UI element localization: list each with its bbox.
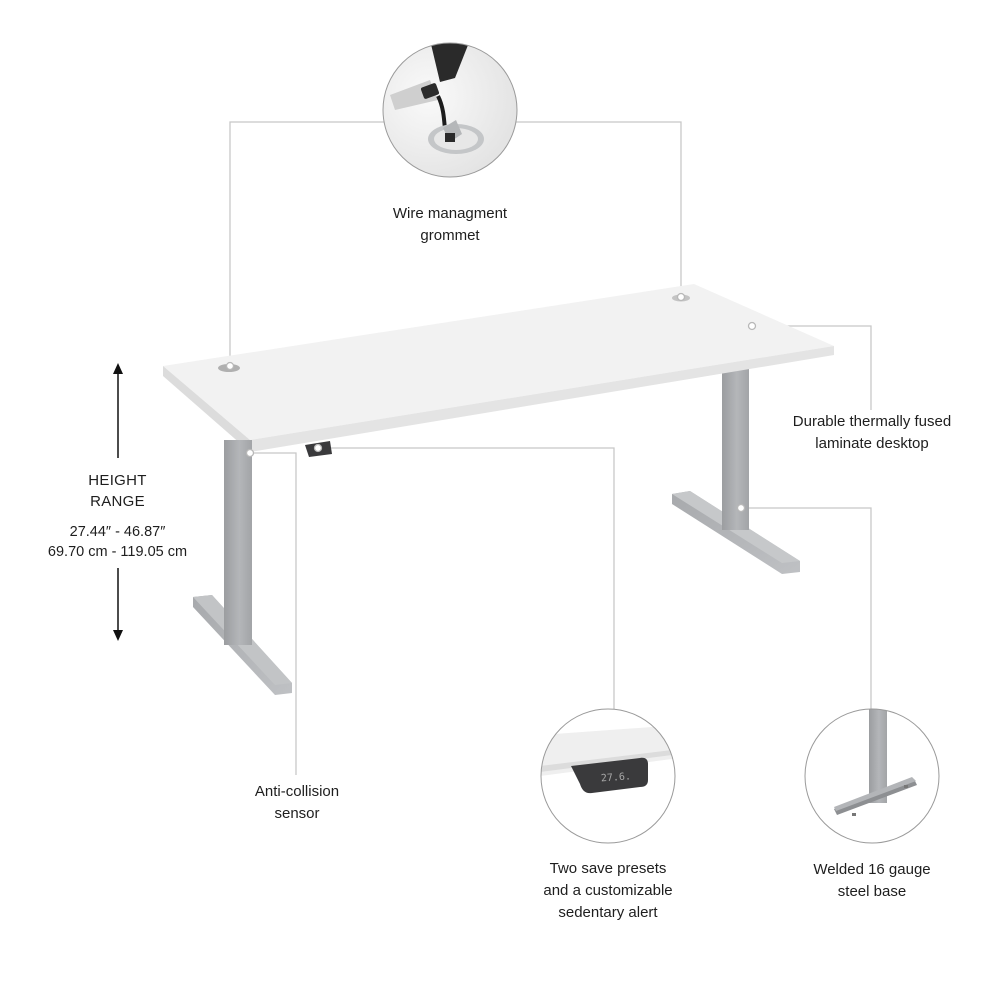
callout-desktop: Durable thermally fused laminate desktop xyxy=(772,411,972,455)
callout-grommet: Wire managment grommet xyxy=(360,203,540,247)
height-range-metric: 69.70 cm - 119.05 cm xyxy=(47,544,188,560)
grommet-detail-image xyxy=(382,42,518,178)
callout-desktop-line-1: Durable thermally fused xyxy=(792,413,952,430)
callout-anti-collision-line-2: sensor xyxy=(274,805,320,822)
right-leg xyxy=(672,368,800,574)
height-range: HEIGHT RANGE 27.44″ - 46.87″ 69.70 cm - … xyxy=(20,470,215,562)
leader-markers xyxy=(225,292,757,513)
height-range-title-line-2: RANGE xyxy=(90,493,145,510)
callout-anti-collision: Anti-collision sensor xyxy=(227,781,367,825)
vertical-double-arrow-icon xyxy=(113,363,123,641)
leader-lines xyxy=(229,121,872,775)
callout-grommet-line-1: Wire managment xyxy=(392,205,508,222)
callout-presets-line-3: sedentary alert xyxy=(558,904,658,921)
height-range-imperial: 27.44″ - 46.87″ xyxy=(69,524,166,540)
control-panel-detail-image: 27.6. xyxy=(540,708,676,844)
callout-anti-collision-line-1: Anti-collision xyxy=(254,783,340,800)
callout-presets: Two save presets and a customizable sede… xyxy=(518,858,698,924)
callout-steel-base-line-2: steel base xyxy=(837,883,907,900)
callout-steel-base: Welded 16 gauge steel base xyxy=(782,859,962,903)
callout-presets-line-2: and a customizable xyxy=(543,882,673,899)
desktop xyxy=(163,284,834,452)
callout-presets-line-1: Two save presets xyxy=(549,860,667,877)
left-leg xyxy=(193,440,292,695)
height-range-title: HEIGHT RANGE xyxy=(20,470,215,512)
steel-base-detail-image xyxy=(804,708,940,844)
height-range-title-line-1: HEIGHT xyxy=(88,472,147,489)
callout-desktop-line-2: laminate desktop xyxy=(815,435,929,452)
height-range-values: 27.44″ - 46.87″ 69.70 cm - 119.05 cm xyxy=(20,522,215,562)
callout-grommet-line-2: grommet xyxy=(420,227,480,244)
svg-text:27.6.: 27.6. xyxy=(601,771,632,784)
callout-steel-base-line-1: Welded 16 gauge xyxy=(813,861,931,878)
